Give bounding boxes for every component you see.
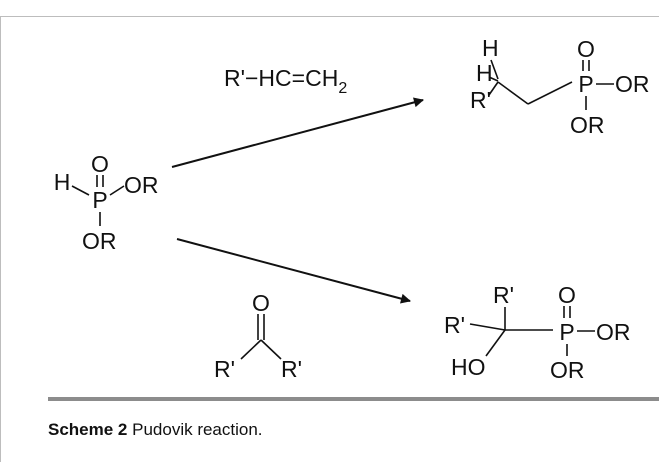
product-bottom-ho-bond [485,329,506,357]
product-top-or-right-label: OR [615,71,650,97]
product-top-h1-label: H [482,35,499,61]
product-bottom-p-label: P [559,319,574,345]
alkene-reagent: R'−HC=CH2 [224,65,347,97]
product-bottom-ho-label: HO [451,354,486,380]
product-top-r-label: R' [470,87,491,113]
ketone-reagent: O R' R' [214,290,302,382]
product-bottom-or-right-label: OR [596,319,631,345]
alkene-formula: R'−HC=CH2 [224,65,347,97]
caption-label: Scheme 2 [48,420,128,439]
product-top-chain-bond-1 [497,81,529,105]
phosphite-or-right-label: OR [124,172,159,198]
reaction-scheme: O H P OR OR R'−HC=CH2 H H R' O P OR OR [54,35,650,383]
product-bottom-r-top-label: R' [493,282,514,308]
phosphite-oxo-label: O [91,151,109,177]
alpha-hydroxyphosphonate-product: R' R' HO O P OR OR [444,282,631,383]
product-top-oxo-label: O [577,36,595,62]
phosphite-or-bond [109,185,125,196]
ketone-r-right-label: R' [281,356,302,382]
caption-rule [48,397,659,401]
phosphite-h-bond [71,185,90,196]
product-bottom-oxo-label: O [558,282,576,308]
product-bottom-r-left-label: R' [444,312,465,338]
figure-caption: Scheme 2 Pudovik reaction. [48,420,263,440]
product-top-chain-bond-2 [527,81,573,105]
phosphite-hydrogen-label: H [54,169,71,195]
top-reaction-arrow [171,97,424,168]
phosphite-structure: O H P OR OR [54,151,159,254]
product-top-r-bond [488,81,499,96]
ketone-left-bond [240,339,262,360]
product-top-h2-label: H [476,60,493,86]
ketone-right-bond [260,339,282,360]
product-top-or-bottom-label: OR [570,112,605,138]
product-top-p-label: P [578,71,593,97]
phosphite-or-bottom-label: OR [82,228,117,254]
product-bottom-r-left-bond [469,323,506,331]
phosphite-p-label: P [92,187,107,213]
ketone-oxo-label: O [252,290,270,316]
ketone-r-left-label: R' [214,356,235,382]
caption-text: Pudovik reaction. [127,420,263,439]
bottom-reaction-arrow [176,238,411,304]
hydrophosphonylation-product: H H R' O P OR OR [470,35,650,138]
figure-frame [0,16,659,462]
product-top-h1-bond [490,59,499,80]
product-bottom-or-bottom-label: OR [550,357,585,383]
product-top-h2-bond [488,76,499,82]
